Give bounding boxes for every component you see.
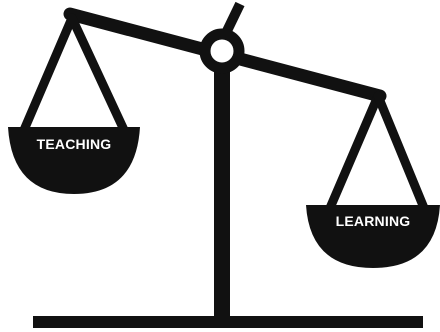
scale-pointer (221, 1, 245, 36)
scale-post (214, 62, 230, 320)
left-pan-label: TEACHING (37, 136, 112, 152)
right-pan-string-right (373, 91, 429, 213)
scale-base (33, 316, 423, 328)
right-pan-label: LEARNING (336, 213, 411, 229)
right-pan (306, 205, 440, 268)
left-pan (8, 127, 140, 194)
left-pan-string-left (19, 13, 77, 135)
pivot-ring (199, 28, 245, 74)
right-pan-string-left (325, 91, 383, 213)
left-pan-string-right (67, 13, 129, 135)
